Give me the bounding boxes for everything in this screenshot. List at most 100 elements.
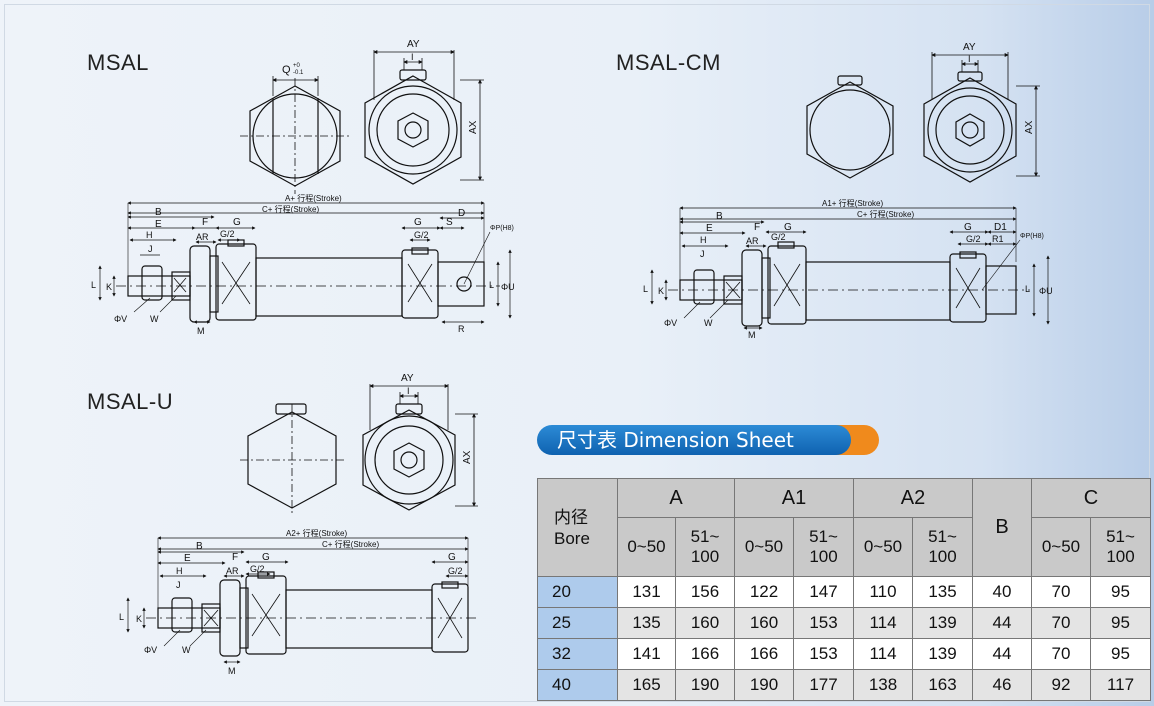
e-label-msal-cm: E: [706, 223, 713, 234]
subheader-a2-high: 51~100: [912, 517, 973, 577]
phi-u-label-msal-cm: ΦU: [1039, 286, 1053, 296]
cell-b: 44: [972, 607, 1032, 639]
cell-b: 44: [972, 638, 1032, 670]
page-frame: [4, 4, 1150, 702]
cell-a1-high: 153: [793, 607, 854, 639]
cell-c-low: 70: [1031, 638, 1091, 670]
cell-c-low: 70: [1031, 576, 1091, 608]
bore-header-cn: 内径: [554, 507, 588, 527]
subheader-a-low: 0~50: [617, 517, 676, 577]
r1-label: R1: [992, 234, 1004, 244]
header-b: B: [972, 478, 1032, 577]
s-label: S: [446, 217, 453, 228]
w-label-msal: W: [150, 314, 159, 324]
l-label-msal-rear: L: [489, 280, 494, 290]
bore-header-en: Bore: [554, 528, 590, 548]
ax-label-msal: AX: [468, 120, 479, 134]
subheader-a-high: 51~100: [675, 517, 735, 577]
cell-a1-low: 122: [734, 576, 794, 608]
ay-label-msal: AY: [407, 39, 420, 50]
ax-label-msal-cm: AX: [1024, 120, 1035, 134]
h-label-msal-cm: H: [700, 235, 707, 245]
ar-label-msal-cm: AR: [746, 236, 759, 246]
cell-a-high: 156: [675, 576, 735, 608]
header-a1: A1: [734, 478, 854, 518]
g-label-msal-u-rear: G: [448, 552, 456, 563]
cell-a1-low: 190: [734, 669, 794, 701]
bore-cell: 25: [537, 607, 618, 639]
cell-c-low: 92: [1031, 669, 1091, 701]
l-label-msal-u: L: [119, 612, 124, 622]
subheader-a1-high: 51~100: [793, 517, 854, 577]
cell-a2-high: 163: [912, 669, 973, 701]
model-title-msal: MSAL: [87, 50, 149, 75]
g2-label-msal-cm-rear: G/2: [966, 234, 981, 244]
ay-label-msal-cm: AY: [963, 42, 976, 53]
q-label: Q: [282, 64, 291, 76]
m-label-msal-u: M: [228, 666, 236, 676]
cell-a-high: 160: [675, 607, 735, 639]
w-label-msal-cm: W: [704, 318, 713, 328]
msal-cm-end-view-left: [806, 75, 894, 179]
cell-c-low: 70: [1031, 607, 1091, 639]
msal-cm-side-view: [650, 206, 1050, 330]
g2-label-msal-cm: G/2: [771, 232, 786, 242]
cell-a-low: 131: [617, 576, 676, 608]
cell-c-high: 95: [1090, 576, 1151, 608]
i-label-msal: I: [411, 52, 414, 62]
i-label-msal-cm: I: [968, 54, 971, 64]
msal-end-view-left: [240, 76, 350, 194]
g2-label-msal: G/2: [220, 229, 235, 239]
bore-header: 内径 Bore: [537, 478, 618, 577]
phi-p-label-msal-cm: ΦP(H8): [1020, 233, 1044, 240]
cell-a2-high: 135: [912, 576, 973, 608]
h-label-msal-u: H: [176, 566, 183, 576]
subheader-a2-low: 0~50: [853, 517, 913, 577]
cell-a2-high: 139: [912, 607, 973, 639]
msal-u-end-view-left: [240, 403, 344, 514]
ax-label-msal-u: AX: [462, 450, 473, 464]
table-row: 40 165 190 190 177 138 163 46 92 117: [537, 669, 1151, 701]
cell-a1-high: 153: [793, 638, 854, 670]
b-label-msal: B: [155, 207, 162, 218]
phi-v-label-msal-u: ΦV: [144, 645, 157, 655]
f-label-msal: F: [202, 217, 208, 228]
cell-a-low: 141: [617, 638, 676, 670]
header-c: C: [1031, 478, 1151, 518]
k-label-msal: K: [106, 282, 112, 292]
a-stroke-label: A+ 行程(Stroke): [285, 193, 342, 203]
cell-a1-high: 177: [793, 669, 854, 701]
header-a2: A2: [853, 478, 973, 518]
subheader-a1-low: 0~50: [734, 517, 794, 577]
cell-a1-low: 166: [734, 638, 794, 670]
phi-v-label-msal-cm: ΦV: [664, 318, 677, 328]
ar-label-msal-u: AR: [226, 566, 239, 576]
e-label-msal-u: E: [184, 553, 191, 564]
d1-label: D1: [994, 222, 1007, 233]
table-row: 25 135 160 160 153 114 139 44 70 95: [537, 607, 1151, 639]
cell-a2-low: 110: [853, 576, 913, 608]
c-stroke-label-msal-u: C+ 行程(Stroke): [322, 539, 379, 549]
subheader-c-high: 51~100: [1090, 517, 1151, 577]
phi-v-label-msal: ΦV: [114, 314, 127, 324]
cell-a-low: 165: [617, 669, 676, 701]
header-a: A: [617, 478, 735, 518]
c-stroke-label-msal-cm: C+ 行程(Stroke): [857, 209, 914, 219]
cell-a1-high: 147: [793, 576, 854, 608]
q-plus-label: +0: [293, 63, 301, 69]
g-label-msal-cm-rear: G: [964, 222, 972, 233]
l-label-msal-cm: L: [643, 284, 648, 294]
cell-b: 46: [972, 669, 1032, 701]
c-stroke-label-msal: C+ 行程(Stroke): [262, 204, 319, 214]
l-label-msal: L: [91, 280, 96, 290]
cell-a1-low: 160: [734, 607, 794, 639]
j-label-msal-cm: J: [700, 249, 705, 259]
dimension-sheet-title: 尺寸表 Dimension Sheet: [537, 425, 851, 455]
h-label-msal: H: [146, 230, 153, 240]
a2-stroke-label: A2+ 行程(Stroke): [286, 528, 347, 538]
msal-side-view: [98, 201, 512, 324]
w-label-msal-u: W: [182, 645, 191, 655]
msal-u-end-view-right: [362, 384, 478, 511]
a1-stroke-label: A1+ 行程(Stroke): [822, 198, 883, 208]
